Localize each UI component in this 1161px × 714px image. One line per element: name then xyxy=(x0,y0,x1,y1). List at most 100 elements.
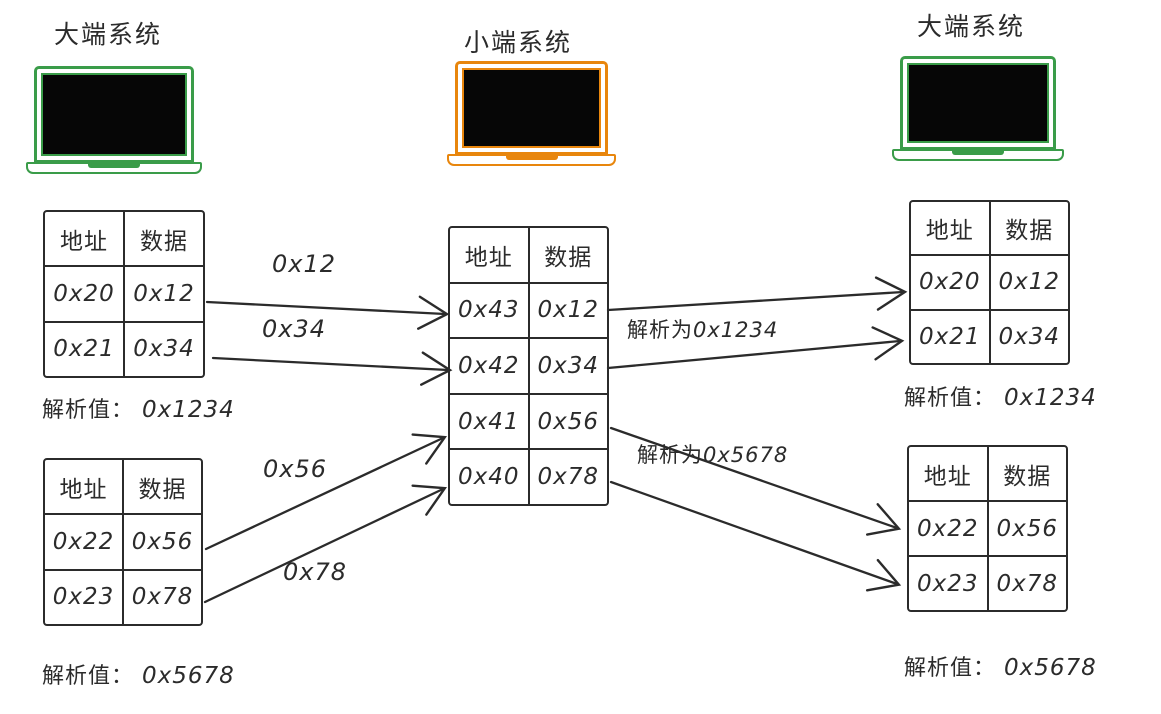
parse-number: 0x5678 xyxy=(703,443,789,467)
big-endian-right-title: 大端系统 xyxy=(917,13,1026,41)
table-header-row: 地址 数据 xyxy=(909,447,1066,500)
addr-cell: 0x42 xyxy=(457,352,520,379)
data-cell: 0x34 xyxy=(988,310,1069,363)
table-header-row: 地址 数据 xyxy=(45,212,203,266)
table-row: 0x40 0x78 xyxy=(450,448,607,504)
table-row: 0x41 0x56 xyxy=(450,392,608,449)
arrow-label-byte3: 0x56 xyxy=(263,455,328,483)
memory-table-left-top: 地址 数据 0x20 0x12 0x21 0x34 xyxy=(43,210,205,378)
parse-text: 解析为 xyxy=(627,319,693,342)
table-row: 0x20 0x12 xyxy=(45,265,203,321)
parsed-value-label: 解析值： xyxy=(42,663,135,688)
table-row: 0x21 0x34 xyxy=(911,308,1069,363)
laptop-base xyxy=(26,162,202,174)
parsed-value-right-top: 解析值：0x1234 xyxy=(904,380,1097,412)
parsed-value-left-top: 解析值： 0x1234 xyxy=(42,392,235,424)
data-cell: 0x12 xyxy=(527,283,608,338)
table-row: 0x42 0x34 xyxy=(450,337,607,393)
addr-cell: 0x40 xyxy=(457,464,520,491)
addr-cell: 0x43 xyxy=(457,297,520,324)
laptop-icon xyxy=(892,56,1064,161)
laptop-base xyxy=(447,154,616,166)
arrow-parse-0x5678-b xyxy=(609,480,902,592)
table-header-row: 地址 数据 xyxy=(45,460,201,514)
addr-cell: 0x20 xyxy=(918,269,981,296)
memory-table-right-top: 地址 数据 0x20 0x12 0x21 0x34 xyxy=(909,200,1070,365)
parsed-value-label: 解析值： xyxy=(904,385,997,410)
addr-header: 地址 xyxy=(60,227,108,254)
addr-cell: 0x21 xyxy=(918,323,981,350)
parse-number: 0x1234 xyxy=(693,318,779,342)
data-cell: 0x34 xyxy=(123,322,203,376)
data-cell: 0x34 xyxy=(527,339,608,393)
table-row: 0x22 0x56 xyxy=(45,513,201,569)
arrow-byte-0x12 xyxy=(205,295,450,330)
arrow-byte-0x34 xyxy=(211,351,453,386)
parsed-value-label: 解析值： xyxy=(42,397,135,422)
addr-cell: 0x23 xyxy=(52,584,115,611)
arrow-label-byte1: 0x12 xyxy=(272,250,337,278)
addr-header: 地址 xyxy=(59,475,108,502)
addr-cell: 0x20 xyxy=(53,280,115,307)
little-endian-title: 小端系统 xyxy=(464,29,573,57)
laptop-base xyxy=(892,149,1064,161)
laptop-lid xyxy=(900,56,1056,150)
parse-text: 解析为 xyxy=(637,444,703,467)
addr-cell: 0x22 xyxy=(52,528,115,555)
laptop-lid xyxy=(34,66,194,163)
parsed-value-number: 0x5678 xyxy=(1004,655,1097,681)
arrow-label-byte2: 0x34 xyxy=(262,315,327,343)
laptop-notch xyxy=(505,155,558,160)
laptop-lid xyxy=(455,61,608,155)
addr-header: 地址 xyxy=(925,217,974,244)
data-cell: 0x78 xyxy=(986,557,1067,610)
data-cell: 0x56 xyxy=(527,394,608,449)
table-row: 0x23 0x78 xyxy=(909,555,1066,610)
data-header: 数据 xyxy=(988,202,1069,255)
memory-table-left-bottom: 地址 数据 0x22 0x56 0x23 0x78 xyxy=(43,458,203,626)
arrow-label-parse-top: 解析为0x1234 xyxy=(627,314,778,344)
addr-header: 地址 xyxy=(464,243,513,270)
data-header: 数据 xyxy=(527,228,608,282)
addr-cell: 0x22 xyxy=(916,515,979,542)
addr-cell: 0x21 xyxy=(53,336,115,363)
laptop-screen xyxy=(41,73,187,156)
data-cell: 0x56 xyxy=(986,502,1067,555)
table-row: 0x21 0x34 xyxy=(45,320,203,376)
arrow-label-parse-bottom: 解析为0x5678 xyxy=(637,439,788,469)
parsed-value-number: 0x1234 xyxy=(142,397,235,423)
laptop-notch xyxy=(88,163,140,168)
addr-cell: 0x23 xyxy=(916,570,979,597)
data-cell: 0x12 xyxy=(123,267,203,321)
data-cell: 0x56 xyxy=(122,515,201,569)
arrow-label-byte4: 0x78 xyxy=(283,558,348,586)
arrow-parse-0x1234-b xyxy=(606,326,905,370)
table-header-row: 地址 数据 xyxy=(911,202,1069,255)
table-row: 0x23 0x78 xyxy=(45,568,201,624)
table-row: 0x22 0x56 xyxy=(909,500,1066,555)
parsed-value-right-bottom: 解析值： 0x5678 xyxy=(904,650,1097,682)
data-cell: 0x12 xyxy=(988,256,1069,309)
data-cell: 0x78 xyxy=(527,450,608,504)
memory-table-right-bottom: 地址 数据 0x22 0x56 0x23 0x78 xyxy=(907,445,1068,612)
laptop-notch xyxy=(952,150,1004,155)
parsed-value-label: 解析值： xyxy=(904,655,997,680)
parsed-value-number: 0x5678 xyxy=(142,663,235,689)
table-row: 0x43 0x12 xyxy=(450,281,608,338)
table-row: 0x20 0x12 xyxy=(911,254,1069,309)
arrow-parse-0x1234-a xyxy=(606,276,908,312)
data-cell: 0x78 xyxy=(122,570,201,624)
data-header: 数据 xyxy=(123,212,203,266)
laptop-screen xyxy=(907,63,1049,143)
addr-header: 地址 xyxy=(923,462,972,489)
memory-table-center: 地址 数据 0x43 0x12 0x42 0x34 0x41 0x56 0x40… xyxy=(448,226,609,506)
big-endian-left-title: 大端系统 xyxy=(54,21,163,49)
laptop-icon xyxy=(26,66,202,174)
data-header: 数据 xyxy=(986,447,1067,500)
data-header: 数据 xyxy=(122,460,201,514)
table-header-row: 地址 数据 xyxy=(450,228,607,282)
parsed-value-left-bottom: 解析值： 0x5678 xyxy=(42,658,235,690)
laptop-screen xyxy=(462,68,601,148)
laptop-icon xyxy=(447,61,616,166)
